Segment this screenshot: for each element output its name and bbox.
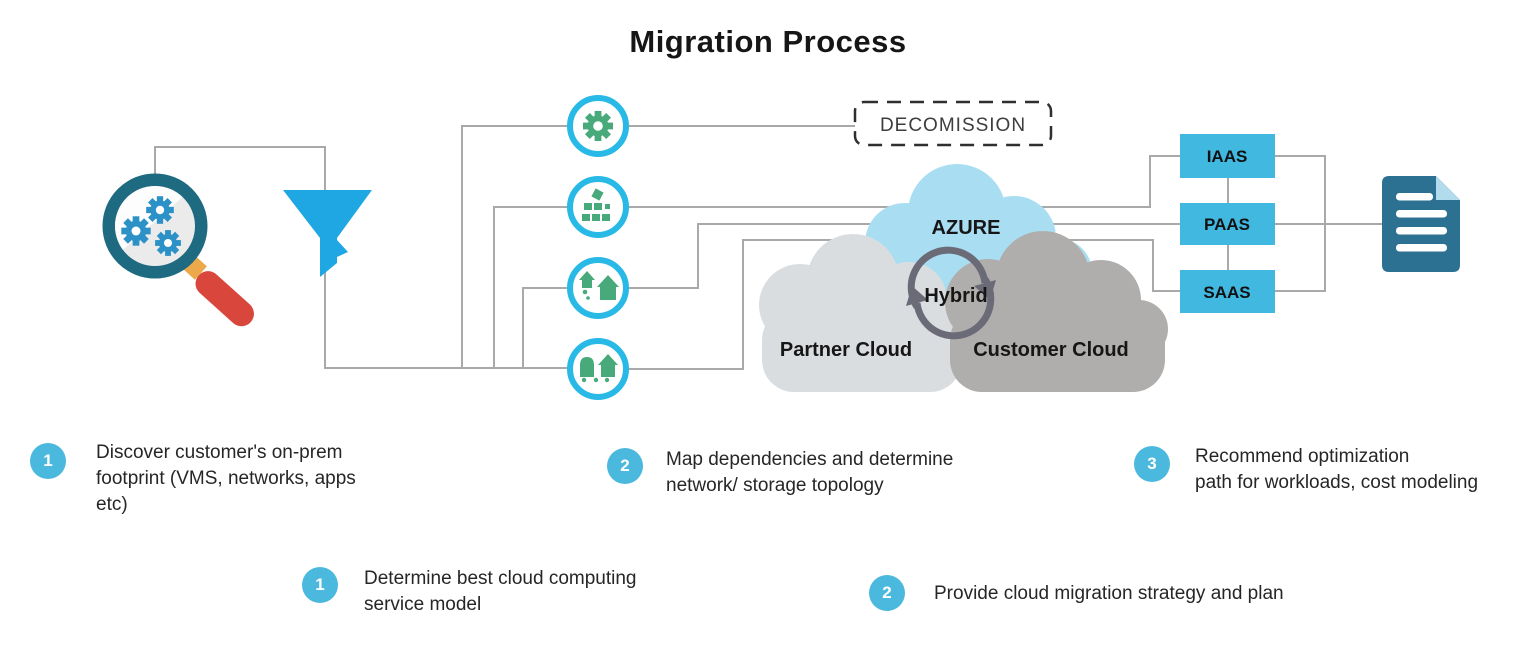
customer-cloud-label: Customer Cloud [973,339,1129,361]
step-circles [567,95,629,400]
document-icon [1382,176,1460,272]
saas-label: SAAS [1203,283,1250,302]
outcome-badge-1: 1 [302,567,338,603]
step-badge-1: 1 [30,443,66,479]
iaas-label: IAAS [1207,147,1248,166]
house-migration-icon [579,271,619,300]
customer-cloud [945,231,1168,392]
page-title: Migration Process [629,24,907,59]
saas-box [1180,270,1275,313]
annotation-service-model: Determine best cloud computing service m… [364,566,674,618]
annotation-strategy-plan: Provide cloud migration strategy and pla… [934,581,1354,607]
azure-label: AZURE [932,217,1001,239]
service-boxes: IAAS PAAS SAAS [1180,134,1275,313]
annotation-line: Map dependencies and determine [666,449,954,470]
annotation-line: Recommend optimization [1195,446,1410,467]
hybrid-label: Hybrid [924,285,987,307]
topology-icon [582,188,610,221]
partner-cloud-label: Partner Cloud [780,339,912,361]
annotation-recommend: Recommend optimization path for workload… [1195,444,1535,496]
funnel-icon [283,190,372,277]
annotation-line: Discover customer's on-prem [96,442,343,463]
decommission-box: DECOMISSION [853,100,1053,147]
paas-box [1180,203,1275,245]
iaas-box [1180,134,1275,178]
annotation-discover: Discover customer's on-prem footprint (V… [96,440,406,518]
paas-label: PAAS [1204,215,1250,234]
magnifier-gears-icon [102,173,254,327]
annotation-line: network/ storage topology [666,475,884,496]
annotation-line: etc) [96,494,128,515]
gear-icon [583,111,613,141]
decommission-label: DECOMISSION [880,115,1026,136]
magnifier-handle [195,271,254,327]
annotation-line: footprint (VMS, networks, apps [96,468,356,489]
outcome-badge-2: 2 [869,575,905,611]
step-badge-2: 2 [607,448,643,484]
step-badge-3: 3 [1134,446,1170,482]
annotation-line: Provide cloud migration strategy and pla… [934,583,1284,604]
campus-migration-icon [580,354,618,383]
annotation-line: Determine best cloud computing [364,568,637,589]
annotation-map-dependencies: Map dependencies and determine network/ … [666,447,996,499]
annotation-line: service model [364,594,482,615]
annotation-line: path for workloads, cost modeling [1195,472,1479,493]
